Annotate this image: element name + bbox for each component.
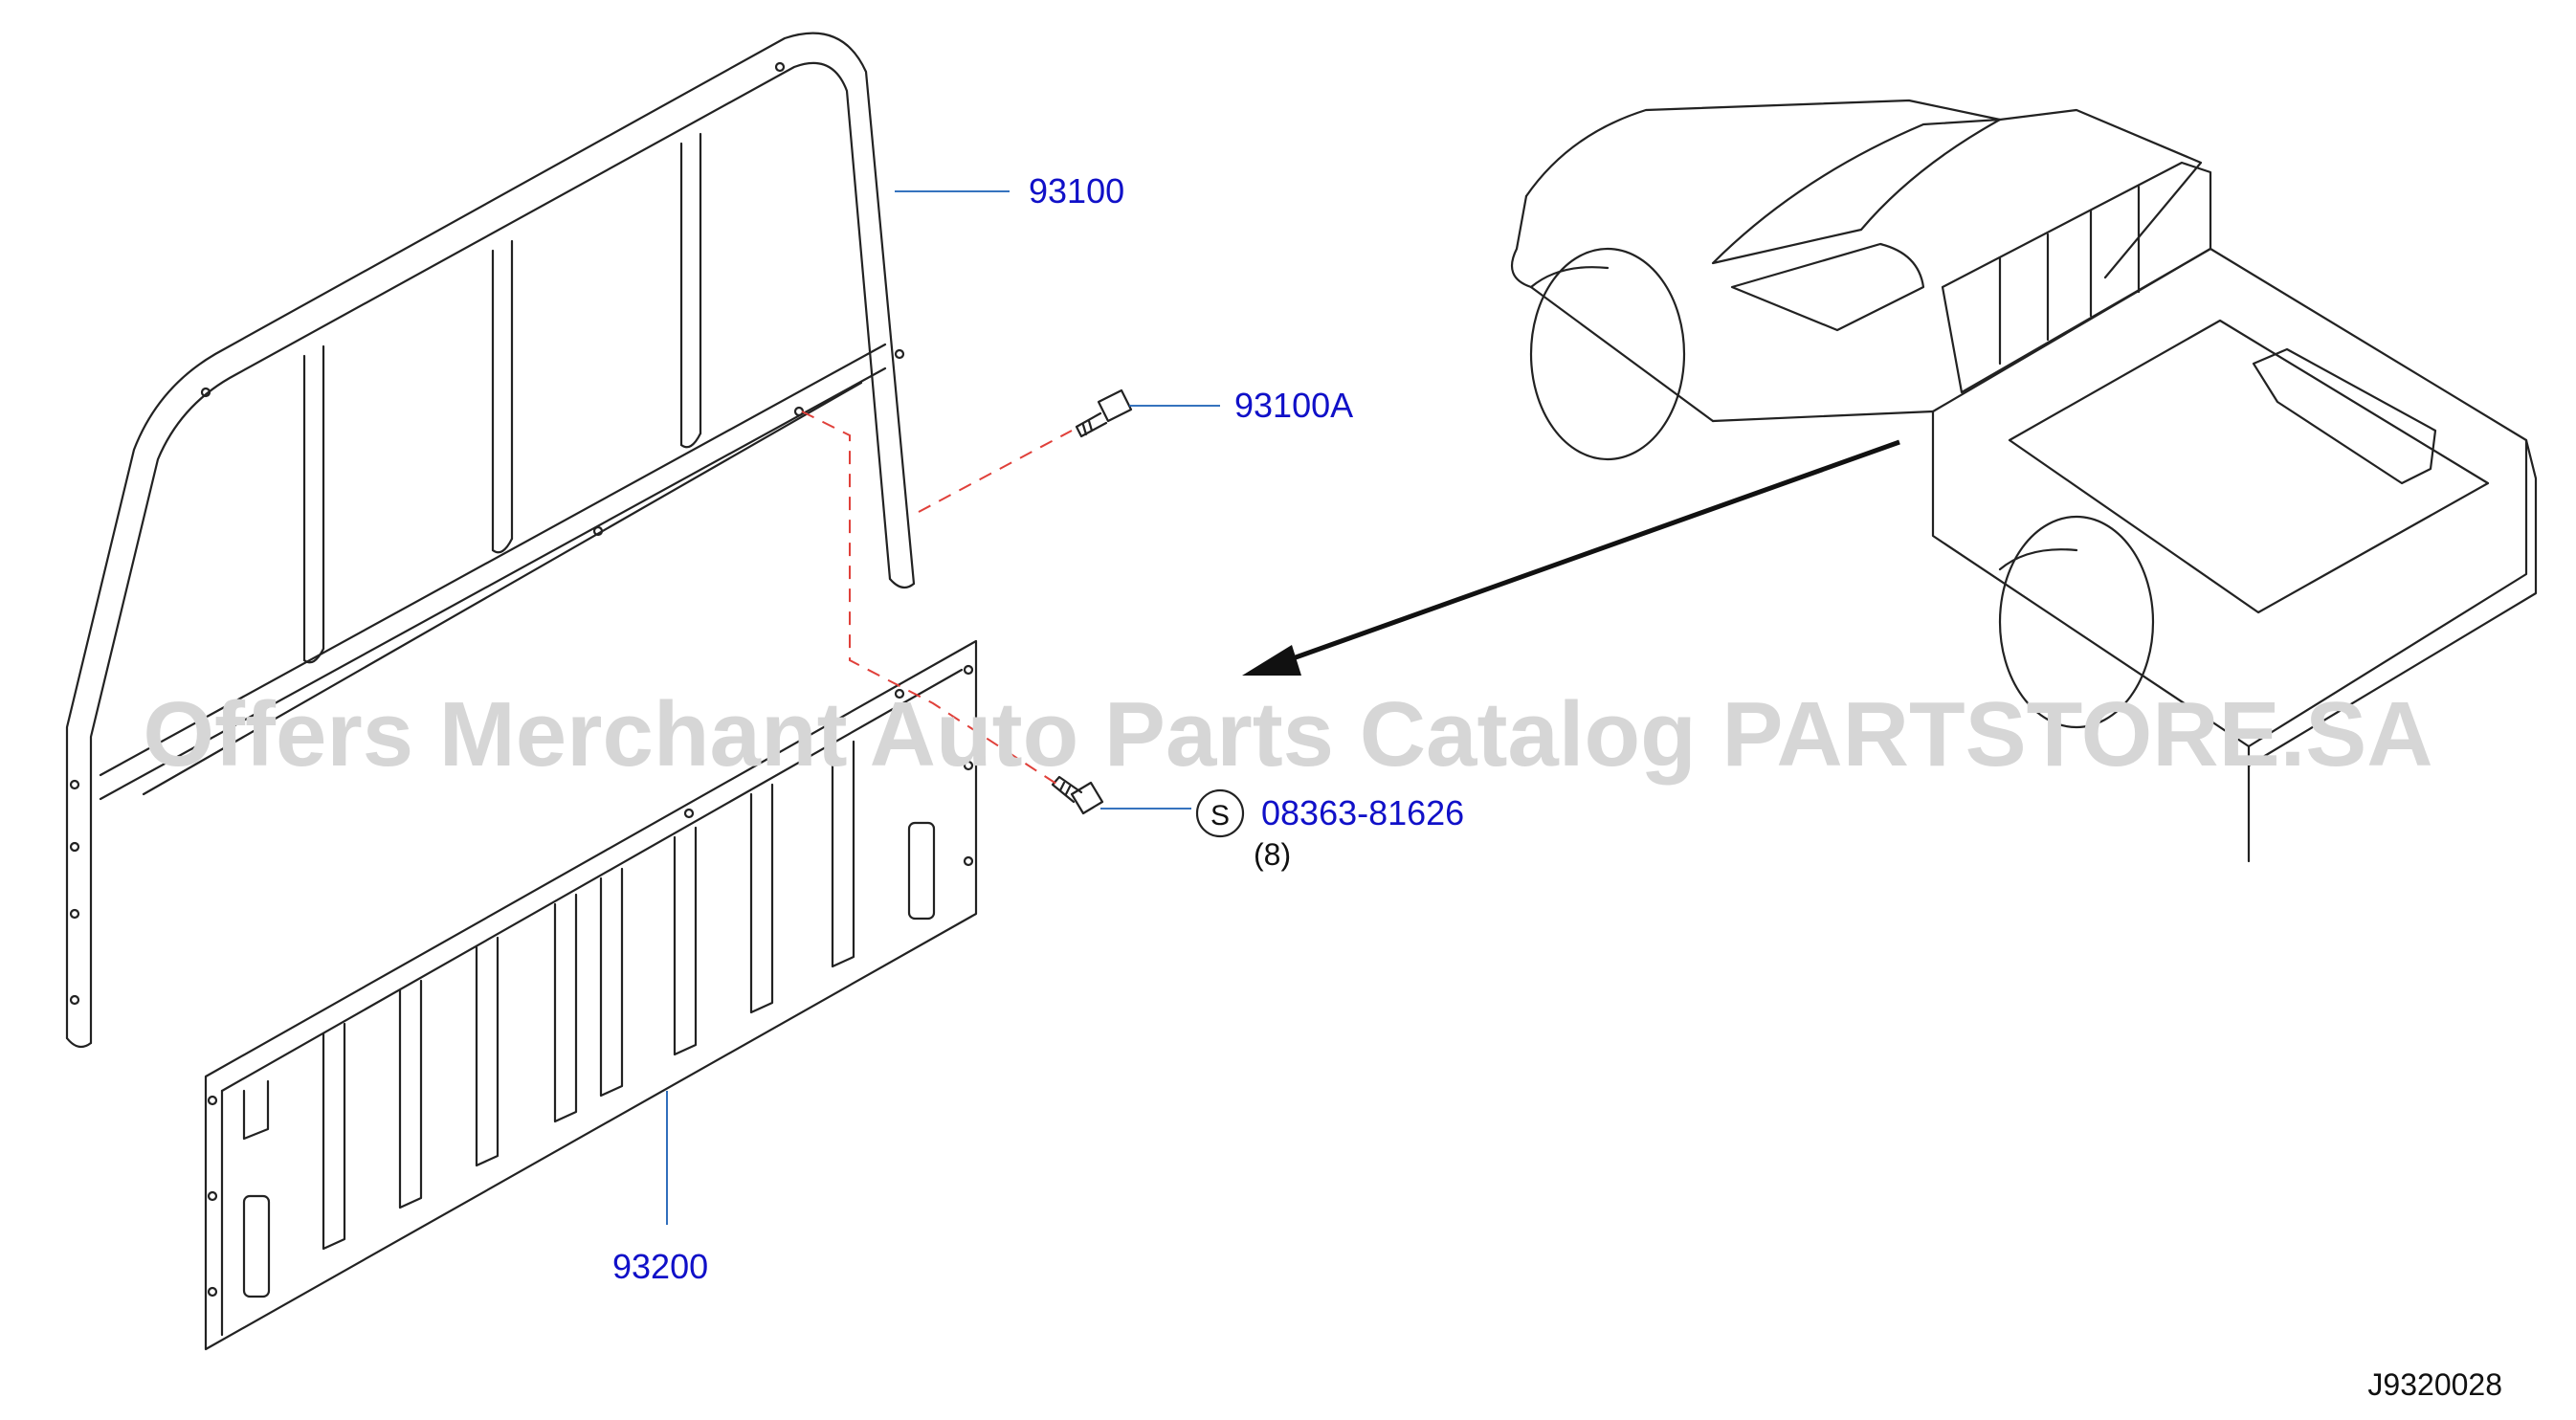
callout-93200[interactable]: 93200 — [612, 1247, 708, 1286]
diagram-code: J9320028 — [2367, 1367, 2502, 1402]
watermark-text: Offers Merchant Auto Parts Catalog PARTS… — [143, 683, 2432, 786]
location-arrow — [1242, 439, 1900, 676]
assembly-guide-lines — [801, 410, 1073, 788]
callout-quantity: (8) — [1254, 837, 1291, 872]
standard-part-symbol: S — [1210, 800, 1230, 832]
callout-93100a[interactable]: 93100A — [1234, 386, 1353, 425]
callout-08363-81626[interactable]: 08363-81626 — [1261, 793, 1464, 832]
standard-part-marker: S — [1195, 788, 1245, 838]
bolt-93100a-drawing[interactable] — [1075, 388, 1133, 438]
callout-leaders — [666, 190, 1220, 1225]
bolt-08363-81626-drawing[interactable] — [1051, 775, 1104, 815]
pickup-truck-illustration — [1510, 99, 2538, 863]
bed-panel-drawing[interactable] — [204, 639, 978, 1351]
headboard-frame-drawing[interactable] — [65, 32, 916, 1049]
callout-93100[interactable]: 93100 — [1029, 171, 1124, 211]
